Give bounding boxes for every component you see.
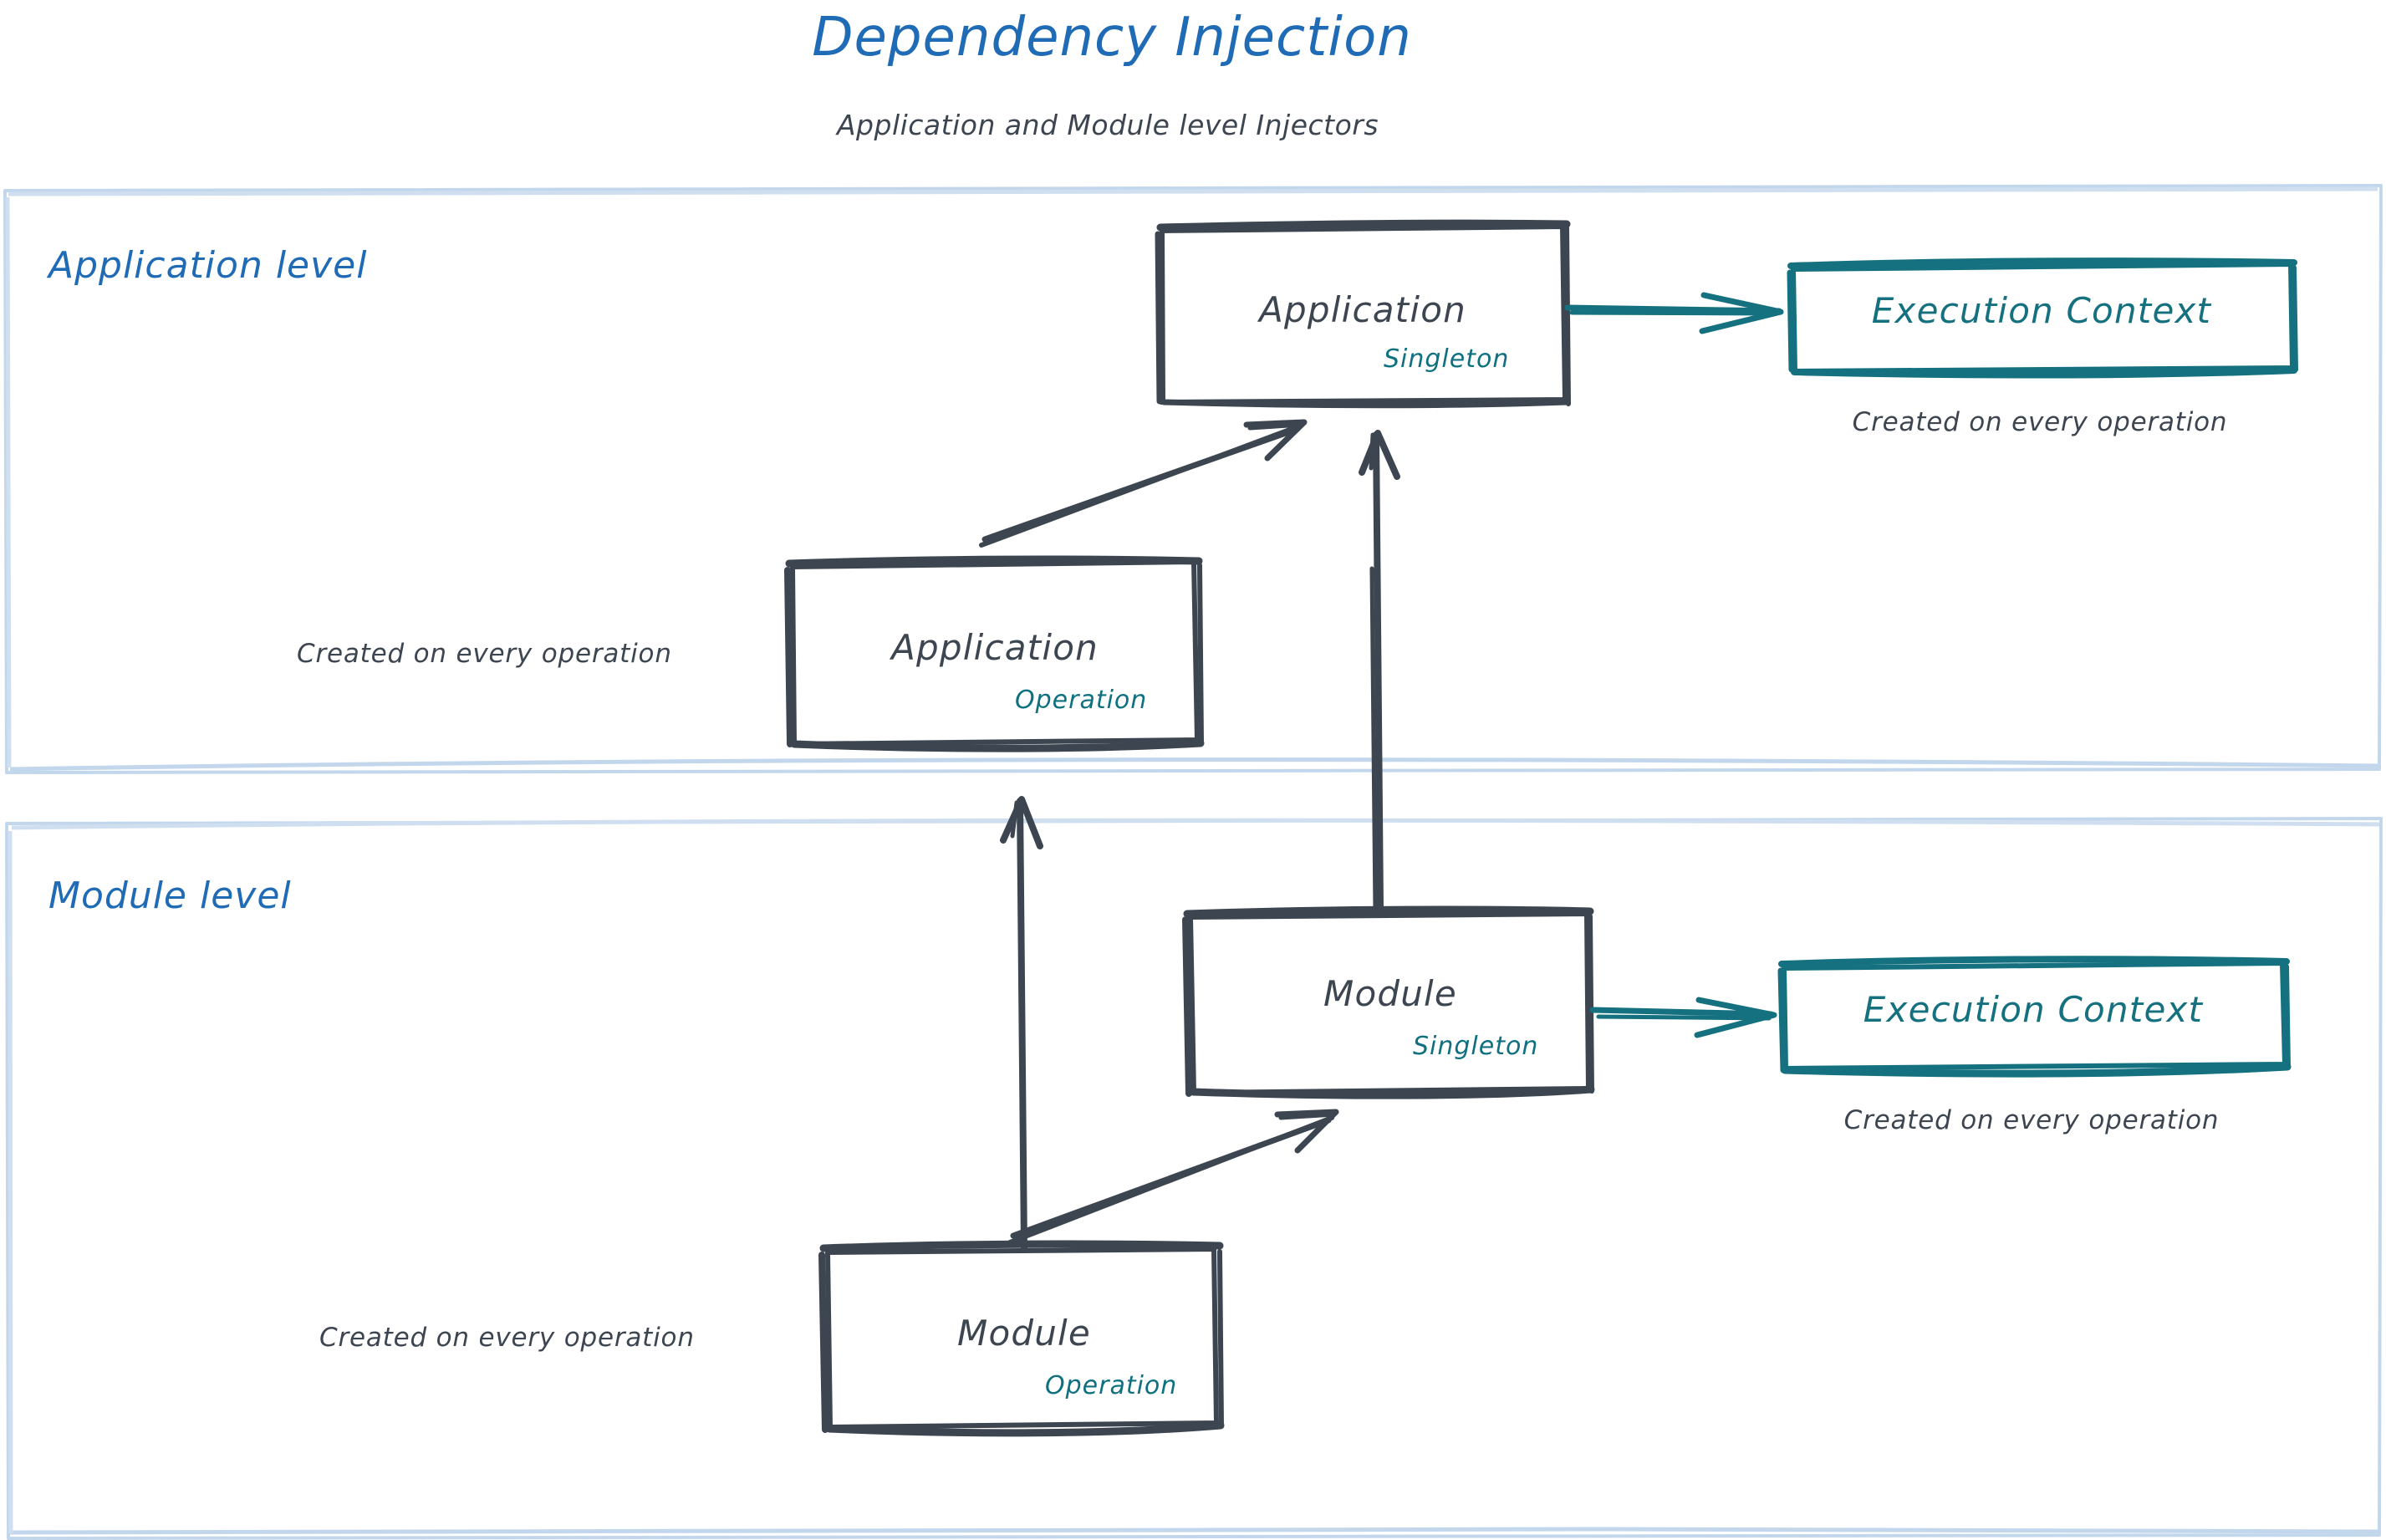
node-module-execution-context-title: Execution Context [1863, 989, 2204, 1030]
note-application-operation: Created on every operation [297, 639, 672, 669]
edge-module-operation-to-app-operation [1000, 796, 1043, 1252]
node-module-operation-scope: Operation [1045, 1371, 1178, 1400]
node-module-singleton-title: Module [1323, 973, 1457, 1014]
note-module-operation: Created on every operation [319, 1323, 695, 1353]
node-application-singleton-scope: Singleton [1384, 344, 1510, 374]
edge-app-operation-to-app-singleton [979, 419, 1308, 548]
node-application-operation-scope: Operation [1015, 686, 1148, 715]
panel-module-level-frame [5, 817, 2383, 1540]
node-app-execution-context-title: Execution Context [1871, 290, 2212, 331]
note-module-execution-context: Created on every operation [1843, 1105, 2220, 1135]
node-application-singleton-title: Application [1259, 289, 1466, 330]
page-title: Dependency Injection [812, 7, 1412, 69]
node-module-singleton-scope: Singleton [1413, 1032, 1539, 1061]
edge-module-operation-to-module-singleton [1007, 1109, 1339, 1245]
note-app-execution-context: Created on every operation [1852, 407, 2228, 437]
node-application-operation-title: Application [891, 627, 1099, 668]
panel-label-module-level: Module level [48, 875, 292, 917]
node-module-operation-title: Module [957, 1313, 1091, 1354]
edge-app-singleton-to-app-context [1564, 292, 1784, 334]
edge-module-singleton-to-app-singleton [1359, 430, 1400, 914]
panel-label-application-level: Application level [48, 244, 368, 287]
page-subtitle: Application and Module level Injectors [836, 109, 1379, 141]
edge-module-singleton-to-module-context [1589, 997, 1777, 1038]
